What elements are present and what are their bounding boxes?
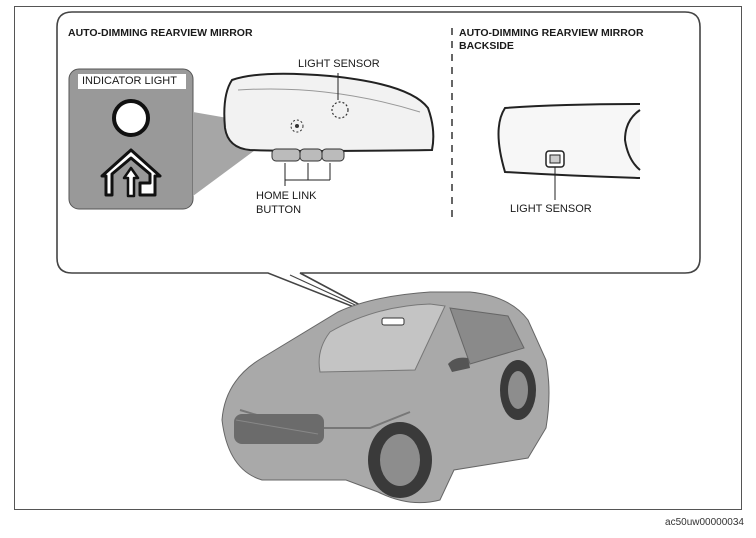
rearview-mirror-front <box>223 72 435 186</box>
indicator-light-ring <box>112 99 150 137</box>
home-link-label-line2: BUTTON <box>256 204 302 216</box>
vehicle-illustration <box>221 291 550 504</box>
front-section-title: AUTO-DIMMING REARVIEW MIRROR <box>68 27 253 39</box>
figure-id: ac50uw00000034 <box>665 517 744 528</box>
light-sensor-back-label: LIGHT SENSOR <box>510 203 592 215</box>
home-link-label-line1: HOME LINK <box>256 190 317 202</box>
rearview-mirror-back <box>497 103 641 200</box>
light-sensor-front-label: LIGHT SENSOR <box>298 58 380 70</box>
home-link-buttons <box>271 148 345 162</box>
home-link-icon <box>100 148 162 198</box>
back-section-title-line2: BACKSIDE <box>459 40 514 52</box>
back-section-title-line1: AUTO-DIMMING REARVIEW MIRROR <box>459 27 644 39</box>
indicator-light-label: INDICATOR LIGHT <box>82 75 177 87</box>
callout-bubble <box>56 11 701 323</box>
figure-frame <box>14 6 742 510</box>
light-sensor-front-dot <box>331 101 349 119</box>
